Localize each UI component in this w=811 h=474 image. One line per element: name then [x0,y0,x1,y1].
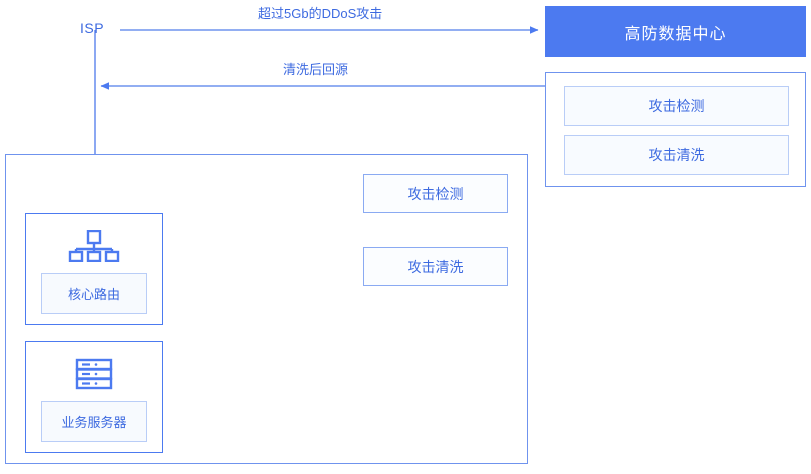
flow-label-clean-return: 清洗后回源 [283,62,349,77]
local-service-attack-detection[interactable]: 攻击检测 [363,174,508,213]
core-router-label: 核心路由 [67,287,120,302]
server-rack-icon [75,358,113,390]
datacenter-service-attack-detection-label: 攻击检测 [648,98,705,114]
datacenter-service-attack-cleaning[interactable]: 攻击清洗 [564,135,789,175]
local-service-attack-cleaning-label: 攻击清洗 [407,258,464,275]
datacenter-title-bar: 高防数据中心 [545,6,806,57]
business-server-label-chip: 业务服务器 [41,401,147,442]
isp-label: ISP [80,20,105,36]
datacenter-service-panel: 攻击检测 攻击清洗 [545,72,806,187]
core-router-label-chip: 核心路由 [41,273,147,314]
flow-label-over-5gb: 超过5Gb的DDoS攻击 [258,6,383,21]
local-service-attack-detection-label: 攻击检测 [407,185,464,202]
network-topology-icon [67,230,121,262]
core-router-node[interactable]: 核心路由 [25,213,163,325]
business-server-node[interactable]: 业务服务器 [25,341,163,453]
datacenter-service-attack-detection[interactable]: 攻击检测 [564,86,789,126]
local-service-attack-cleaning[interactable]: 攻击清洗 [363,247,508,286]
business-server-label: 业务服务器 [61,415,127,430]
datacenter-title-text: 高防数据中心 [624,25,727,43]
datacenter-service-attack-cleaning-label: 攻击清洗 [648,147,705,163]
